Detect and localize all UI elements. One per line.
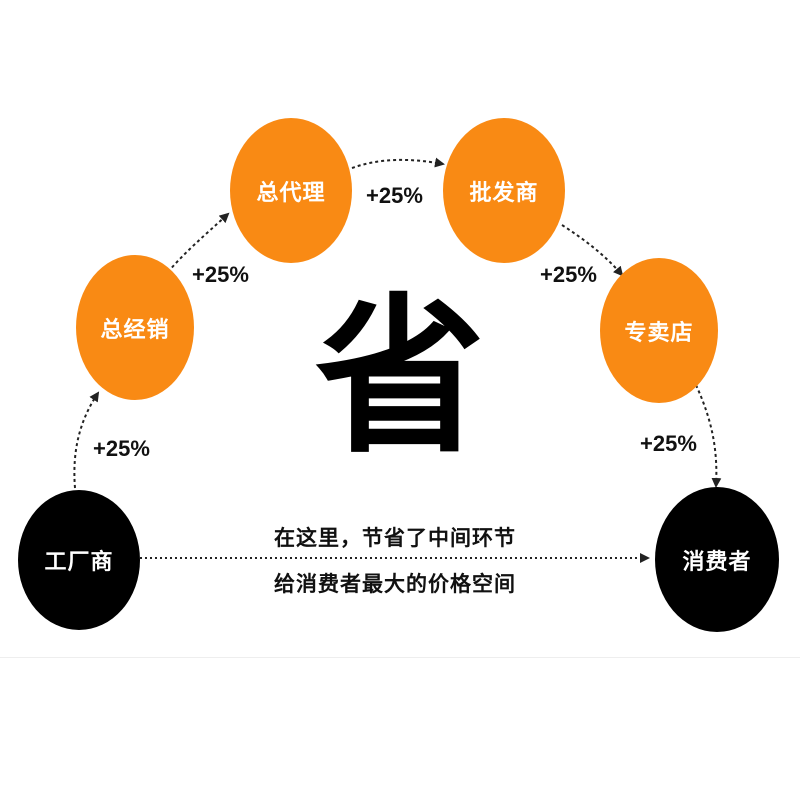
markup-label: +25% — [540, 262, 597, 287]
node-store-label: 专卖店 — [624, 320, 694, 346]
node-agent-label: 总代理 — [256, 180, 326, 206]
message-line-1: 在这里，节省了中间环节 — [274, 526, 516, 550]
node-factory: 工厂商 — [18, 490, 140, 630]
node-consumer: 消费者 — [655, 487, 779, 632]
node-store: 专卖店 — [600, 258, 718, 403]
node-wholesaler-label: 批发商 — [469, 180, 539, 206]
center-save-character: 省 — [315, 279, 486, 477]
node-distributor-label: 总经销 — [100, 317, 170, 343]
node-wholesaler: 批发商 — [443, 118, 565, 263]
arrow-distributor-to-agent — [167, 212, 230, 273]
node-factory-label: 工厂商 — [44, 550, 114, 575]
arrow-agent-to-wholesaler — [351, 157, 445, 169]
node-distributor: 总经销 — [76, 255, 194, 400]
node-agent: 总代理 — [230, 118, 352, 263]
markup-label: +25% — [366, 183, 423, 208]
markup-label: +25% — [192, 262, 249, 287]
markup-label: +25% — [640, 431, 697, 456]
node-consumer-label: 消费者 — [682, 549, 752, 575]
arrow-store-to-consumer — [695, 384, 722, 488]
markup-label: +25% — [93, 436, 150, 461]
divider — [0, 657, 800, 658]
message-line-2: 给消费者最大的价格空间 — [274, 572, 516, 596]
arrow-wholesaler-to-store — [561, 224, 624, 277]
